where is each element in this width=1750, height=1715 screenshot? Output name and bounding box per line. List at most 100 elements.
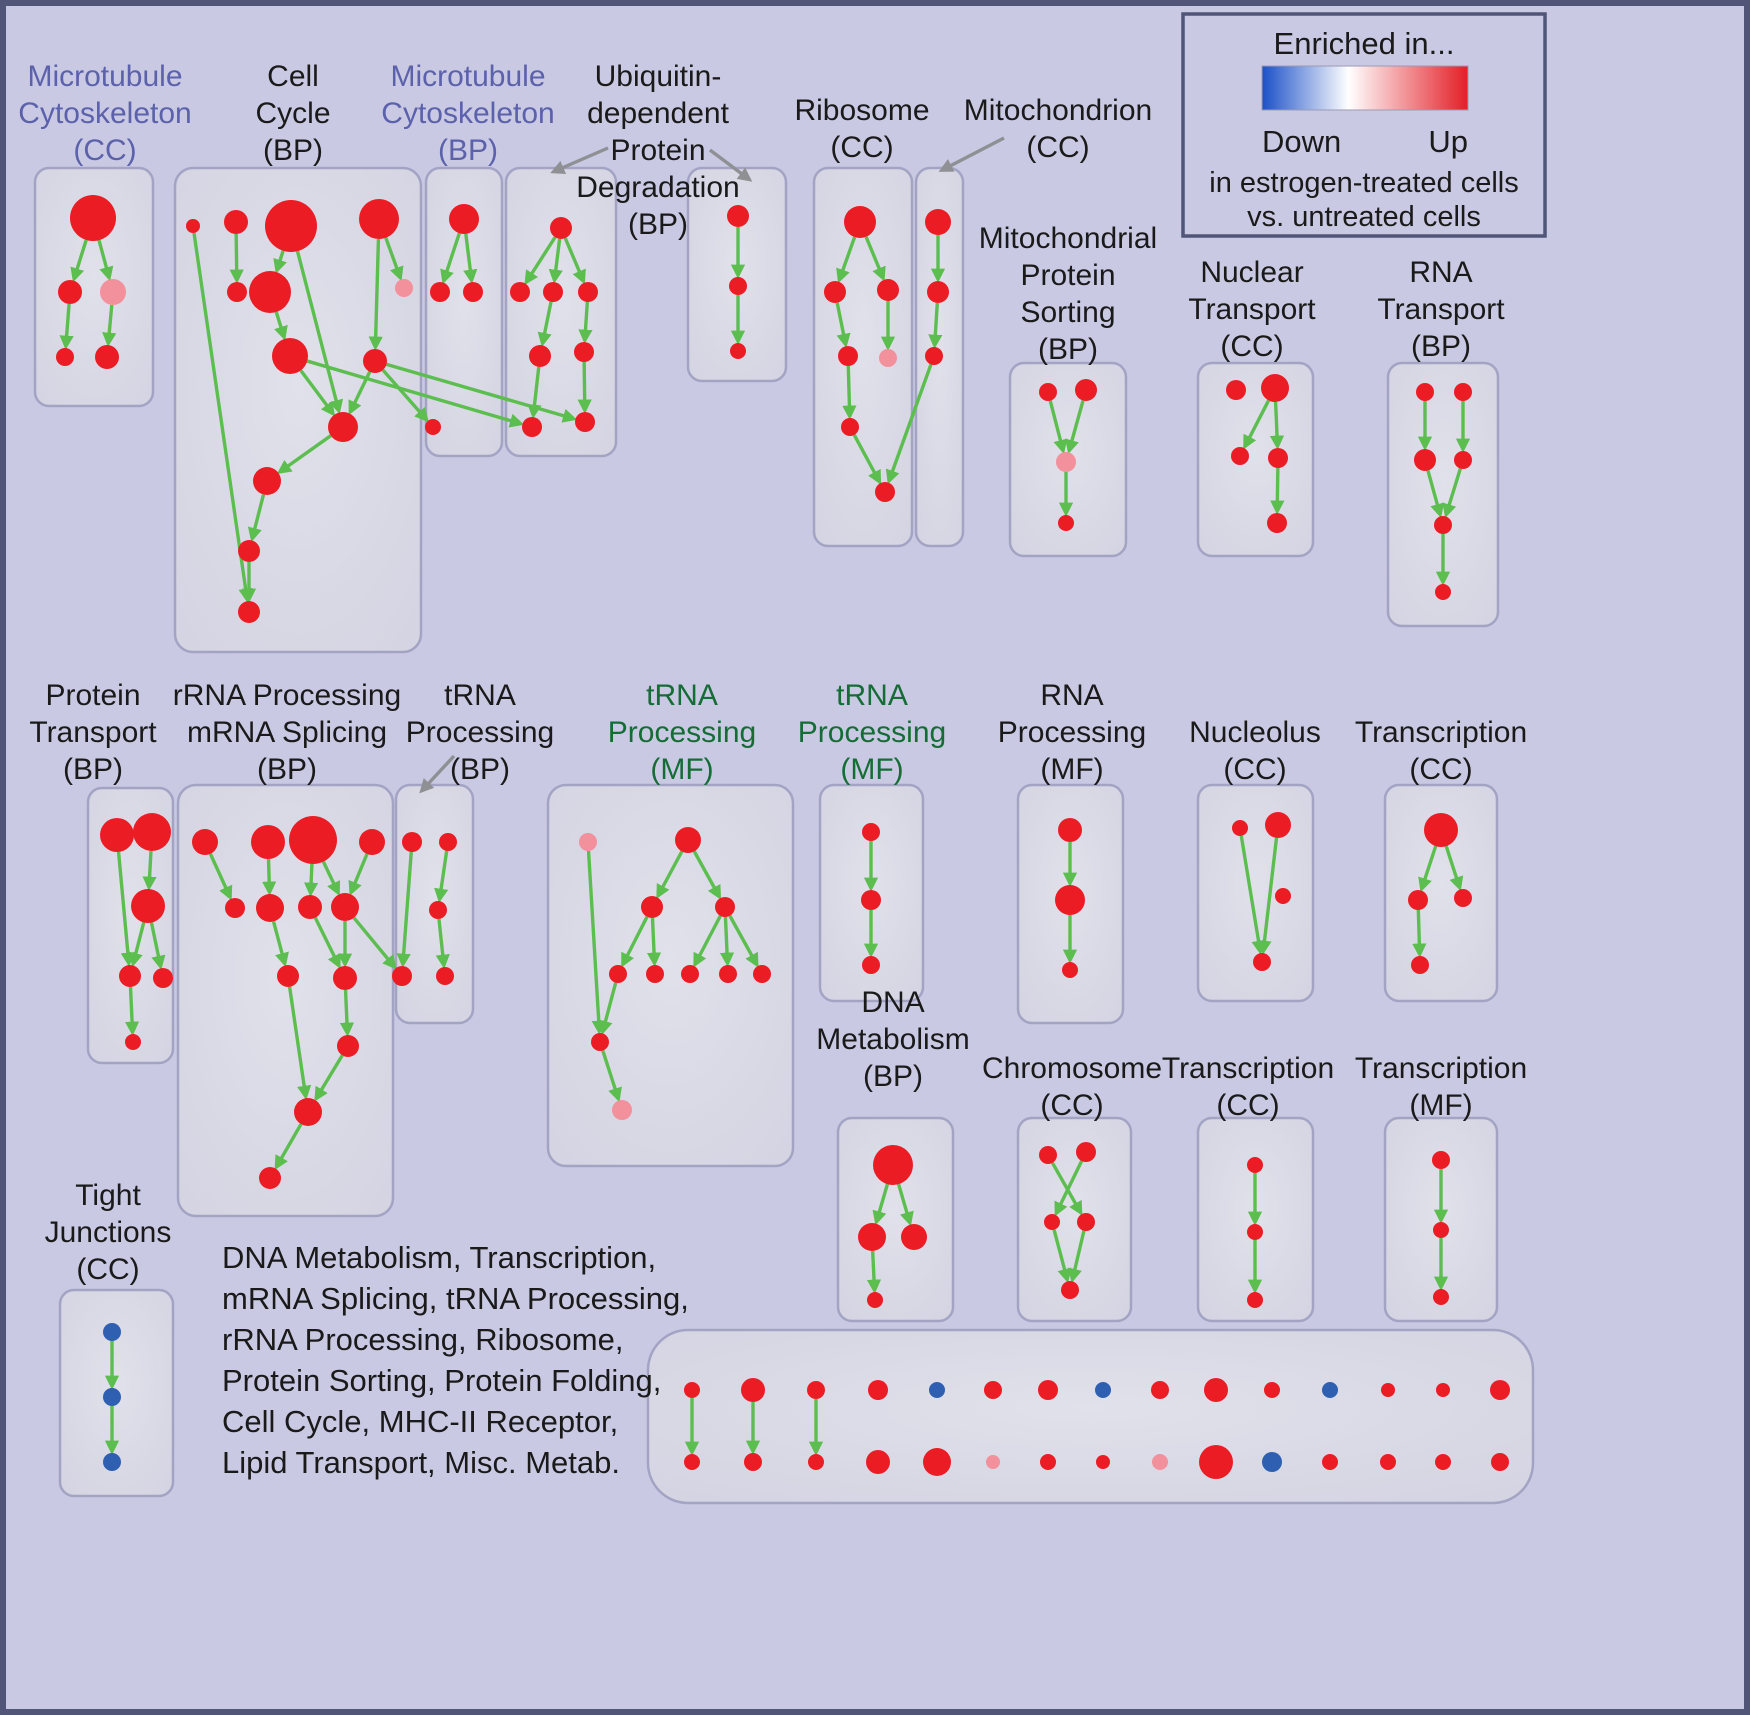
edge-arrow [872,1183,890,1226]
cluster-box [812,166,914,548]
go-term-node [429,901,447,919]
go-term-node [741,1378,765,1402]
edge-arrow [299,369,336,417]
edge-arrow [97,239,114,282]
go-term-node [1265,812,1291,838]
go-term-node [131,889,165,923]
go-term-node [1432,1151,1450,1169]
edge-arrow [192,232,253,603]
go-term-node [359,199,399,239]
edge-arrow [842,365,857,420]
go-term-node [1152,1454,1168,1470]
label-transcription-mf: Transcription(MF) [1355,1052,1527,1122]
go-term-node [392,966,412,986]
go-term-node [1380,1454,1396,1470]
go-term-node [727,205,749,227]
go-term-node [1414,449,1436,471]
edge-arrow [306,359,525,428]
edge-arrow [601,1050,622,1103]
legend-caption: in estrogen-treated cells [1209,167,1519,199]
go-term-node [575,412,595,432]
go-term-node [838,346,858,366]
label-pointer-arrow [938,136,1005,172]
go-term-node [641,896,663,918]
edge-arrow [1418,845,1438,893]
go-term-node [1433,1222,1449,1238]
legend-box [1181,12,1547,238]
go-term-node [901,1224,927,1250]
go-term-node [436,967,454,985]
edge-arrow [719,916,735,967]
edge-arrow [463,233,478,284]
edge-arrow [866,1250,882,1294]
label-misc-cluster-list: DNA Metabolism, Transcription,mRNA Splic… [222,1240,689,1480]
go-term-node [1253,953,1271,971]
edge-arrow [656,850,684,899]
cluster-box [1016,1116,1133,1323]
cluster-box [1196,361,1315,558]
go-term-node [684,1382,700,1398]
edge-arrow [586,850,606,1035]
edge-arrow [314,1054,344,1102]
go-term-node [609,965,627,983]
edge-arrow [563,237,586,285]
go-term-node [1062,962,1078,978]
go-term-node [841,418,859,436]
go-term-node [337,1035,359,1057]
edge-arrow [70,239,88,283]
go-term-node [1232,820,1248,836]
legend-down-label: Down [1262,124,1341,159]
go-term-node [439,833,457,851]
go-term-node [265,200,317,252]
go-term-node [1044,1214,1060,1230]
edge-arrow [348,853,369,896]
go-term-node [861,890,881,910]
edge-arrow [1048,400,1068,455]
cluster-box [424,166,504,458]
edge-arrow [1257,837,1279,955]
go-term-node [224,210,248,234]
go-term-node [862,823,880,841]
edge-arrow [1052,1229,1072,1284]
go-term-node [1055,885,1085,915]
go-term-node [1454,451,1472,469]
go-term-node [1433,1289,1449,1305]
edge-arrow [598,982,618,1036]
edge-arrow [352,916,397,970]
edge-arrow [1054,1160,1084,1217]
edge-arrow [1426,470,1445,519]
edge-arrow [124,986,140,1036]
edge-arrow [247,494,266,543]
go-term-node [986,1455,1000,1469]
go-term-node [510,282,530,302]
go-term-node [395,279,413,297]
edge-arrow [1067,1230,1086,1284]
edge-arrow [295,250,344,415]
go-term-node [103,1323,121,1341]
go-term-node [824,281,846,303]
go-term-node [133,813,171,851]
go-term-node [858,1223,886,1251]
go-term-node [1411,956,1429,974]
edge-arrow [381,368,429,423]
go-term-node [715,897,735,917]
go-term-node [249,271,291,313]
go-term-node [289,816,337,864]
edge-arrow [852,434,882,485]
edge-arrow [864,236,886,282]
go-term-node [925,347,943,365]
edge-arrow [149,922,166,971]
go-term-node [1267,513,1287,533]
go-term-node [1058,818,1082,842]
go-term-node [574,342,594,362]
edge-arrow [693,915,722,968]
edge-arrow [287,986,312,1100]
edge-arrow [434,850,449,903]
go-term-node [923,1448,951,1476]
go-term-node [1491,1453,1509,1471]
go-term-node [925,209,951,235]
